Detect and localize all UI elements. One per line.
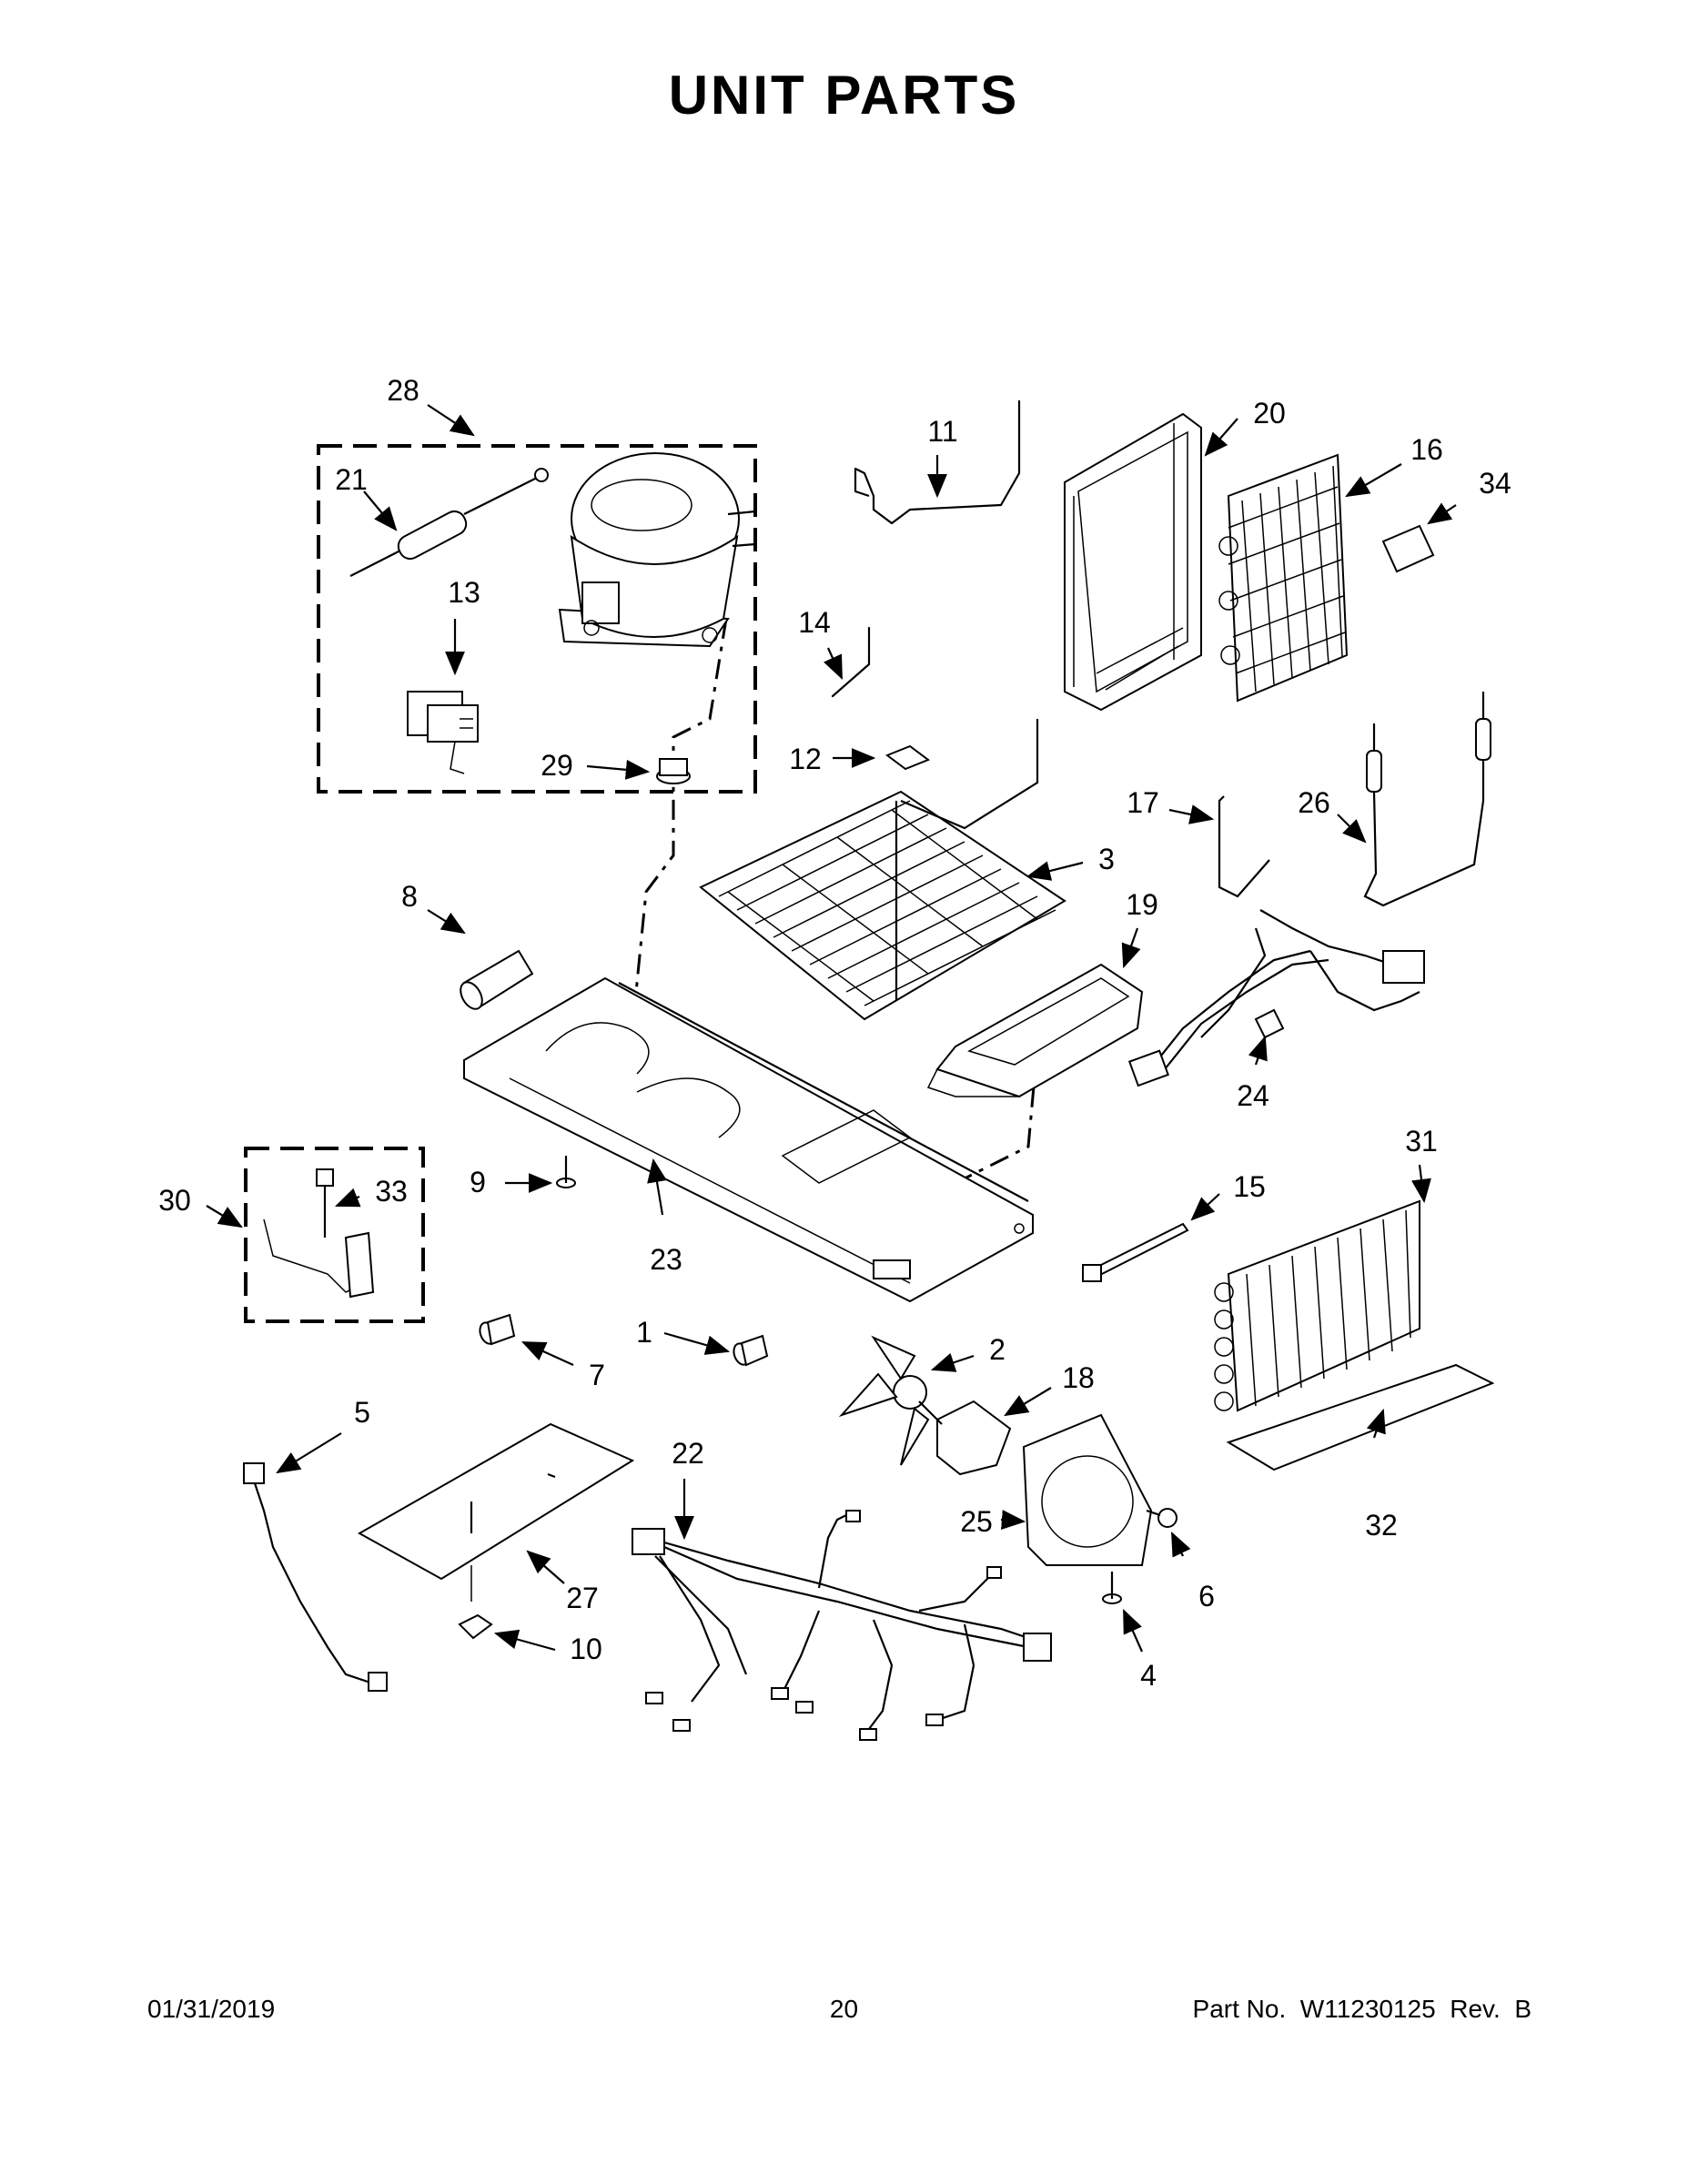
callout-7: 7 bbox=[589, 1359, 605, 1391]
callout-33: 33 bbox=[375, 1175, 408, 1208]
tubing-part bbox=[854, 400, 1021, 525]
start-relay-part bbox=[407, 691, 479, 774]
condenser-coil-part bbox=[699, 719, 1066, 1021]
screw-part bbox=[556, 1156, 576, 1188]
callout-20: 20 bbox=[1253, 397, 1286, 430]
evaporator-cover-part bbox=[1064, 412, 1202, 712]
callout-11: 11 bbox=[927, 415, 957, 448]
fan-blade-part bbox=[838, 1335, 930, 1466]
callout-32: 32 bbox=[1365, 1509, 1398, 1542]
callout-17: 17 bbox=[1127, 786, 1159, 819]
callout-16: 16 bbox=[1410, 433, 1443, 466]
footer-date: 01/31/2019 bbox=[147, 1995, 276, 2023]
clip-part bbox=[884, 744, 931, 771]
callout-9: 9 bbox=[470, 1166, 486, 1198]
callout-12: 12 bbox=[789, 743, 822, 775]
page-title: UNIT PARTS bbox=[668, 65, 1020, 126]
callout-3: 3 bbox=[1098, 843, 1115, 875]
fan-motor-part bbox=[918, 1400, 1012, 1476]
footer-part-number: Part No. W11230125 Rev. B bbox=[1192, 1995, 1531, 2023]
callout-15: 15 bbox=[1233, 1170, 1266, 1203]
dashdot-line-baseplate bbox=[917, 1046, 1039, 1238]
grommet-part bbox=[656, 758, 691, 784]
callout-30: 30 bbox=[158, 1184, 191, 1217]
callout-18: 18 bbox=[1062, 1361, 1095, 1394]
leader-arrows bbox=[206, 404, 1457, 1653]
clip-part-10 bbox=[458, 1613, 493, 1640]
callout-29: 29 bbox=[541, 749, 573, 782]
callout-6: 6 bbox=[1198, 1580, 1215, 1613]
evaporator-part bbox=[1218, 453, 1349, 703]
plug-part-7 bbox=[479, 1313, 516, 1346]
callout-8: 8 bbox=[401, 880, 418, 913]
callout-5: 5 bbox=[354, 1396, 370, 1429]
callout-34: 34 bbox=[1479, 467, 1511, 500]
mount-screw-part bbox=[1102, 1572, 1122, 1604]
drier-part bbox=[349, 468, 549, 577]
callout-26: 26 bbox=[1298, 786, 1330, 819]
callout-23: 23 bbox=[650, 1243, 682, 1276]
capillary-tube-part bbox=[1363, 692, 1491, 907]
condenser-tray-part bbox=[1226, 1363, 1495, 1471]
callout-2: 2 bbox=[989, 1333, 1006, 1366]
shroud-screw-part bbox=[1146, 1508, 1178, 1528]
footer-page-number: 20 bbox=[829, 1995, 859, 2023]
plug-part-1 bbox=[733, 1334, 769, 1367]
callout-1: 1 bbox=[636, 1316, 652, 1349]
sensor-kit-box bbox=[244, 1147, 425, 1323]
insulation-pad-part bbox=[357, 1422, 635, 1602]
water-tube-part bbox=[243, 1462, 388, 1692]
sensor-part bbox=[263, 1168, 375, 1299]
base-plate-part bbox=[463, 976, 1034, 1303]
condenser-part bbox=[1214, 1199, 1420, 1412]
dashdot-line-compressor bbox=[626, 618, 728, 1093]
callout-19: 19 bbox=[1126, 888, 1158, 921]
callout-13: 13 bbox=[448, 576, 480, 609]
callout-28: 28 bbox=[387, 374, 419, 407]
callout-labels: 1 2 3 4 5 6 7 8 9 10 11 12 13 14 15 16 1… bbox=[158, 374, 1511, 1692]
callout-24: 24 bbox=[1237, 1079, 1269, 1112]
callout-21: 21 bbox=[335, 463, 368, 496]
callout-25: 25 bbox=[960, 1505, 993, 1538]
pad-part bbox=[1381, 524, 1435, 573]
callout-14: 14 bbox=[798, 606, 831, 639]
tube-part bbox=[831, 626, 871, 698]
callout-27: 27 bbox=[566, 1582, 599, 1614]
sleeve-part bbox=[460, 949, 534, 1010]
wire-harness-upper-part bbox=[1127, 909, 1425, 1087]
callout-22: 22 bbox=[672, 1437, 704, 1470]
compressor-kit-box bbox=[317, 444, 757, 794]
wire-harness-lower-part bbox=[632, 1510, 1052, 1741]
bracket-part bbox=[1218, 795, 1270, 898]
cable-tie-part bbox=[1082, 1222, 1189, 1282]
drain-pan-part bbox=[926, 963, 1144, 1098]
fan-shroud-part bbox=[1022, 1413, 1153, 1566]
callout-31: 31 bbox=[1405, 1125, 1438, 1158]
compressor-part bbox=[558, 452, 756, 648]
callout-10: 10 bbox=[570, 1633, 602, 1665]
callout-4: 4 bbox=[1140, 1659, 1157, 1692]
